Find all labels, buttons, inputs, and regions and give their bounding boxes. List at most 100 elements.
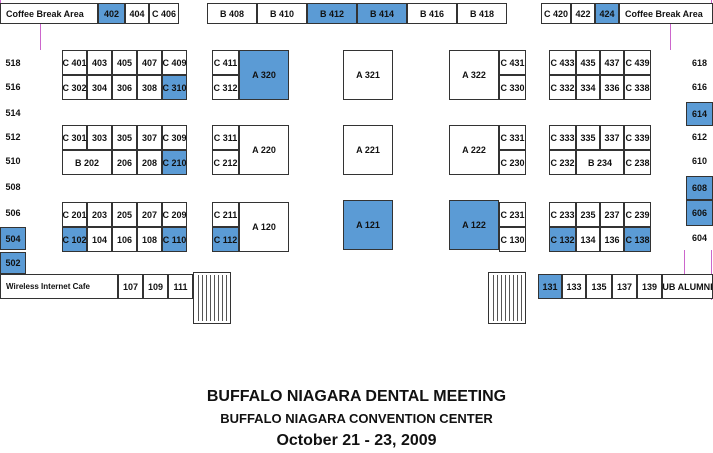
booth-234[interactable]: B 234 [576, 150, 624, 175]
booth-424[interactable]: 424 [595, 3, 619, 24]
booth-408[interactable]: B 408 [207, 3, 257, 24]
booth-211[interactable]: C 211 [212, 202, 239, 227]
booth-110[interactable]: C 110 [162, 227, 187, 252]
booth-a120[interactable]: A 120 [239, 202, 289, 252]
booth-420[interactable]: C 420 [541, 3, 571, 24]
booth-414[interactable]: B 414 [357, 3, 407, 24]
booth-614[interactable]: 614 [686, 102, 713, 126]
booth-338[interactable]: C 338 [624, 75, 651, 100]
booth-401[interactable]: C 401 [62, 50, 87, 75]
booth-306[interactable]: 306 [112, 75, 137, 100]
booth-130[interactable]: C 130 [499, 227, 526, 252]
booth-516[interactable]: 516 [0, 76, 26, 98]
booth-109[interactable]: 109 [143, 274, 168, 299]
booth-303[interactable]: 303 [87, 125, 112, 150]
booth-a122[interactable]: A 122 [449, 200, 499, 250]
booth-339[interactable]: C 339 [624, 125, 651, 150]
booth-402[interactable]: 402 [98, 3, 125, 24]
booth-309[interactable]: C 309 [162, 125, 187, 150]
booth-a322[interactable]: A 322 [449, 50, 499, 100]
booth-518[interactable]: 518 [0, 52, 26, 74]
booth-wireless-internet-cafe[interactable]: Wireless Internet Cafe [0, 274, 118, 299]
booth-411[interactable]: C 411 [212, 50, 239, 75]
booth-410[interactable]: B 410 [257, 3, 307, 24]
booth-102[interactable]: C 102 [62, 227, 87, 252]
booth-407[interactable]: 407 [137, 50, 162, 75]
booth-418[interactable]: B 418 [457, 3, 507, 24]
booth-133[interactable]: 133 [562, 274, 586, 299]
booth-330[interactable]: C 330 [499, 75, 526, 100]
booth-137[interactable]: 137 [612, 274, 637, 299]
booth-406[interactable]: C 406 [149, 3, 179, 24]
booth-108[interactable]: 108 [137, 227, 162, 252]
booth-416[interactable]: B 416 [407, 3, 457, 24]
booth-437[interactable]: 437 [600, 50, 624, 75]
booth-235[interactable]: 235 [576, 202, 600, 227]
booth-304[interactable]: 304 [87, 75, 112, 100]
booth-a220[interactable]: A 220 [239, 125, 289, 175]
booth-404[interactable]: 404 [125, 3, 149, 24]
booth-111[interactable]: 111 [168, 274, 193, 299]
booth-a222[interactable]: A 222 [449, 125, 499, 175]
booth-302[interactable]: C 302 [62, 75, 87, 100]
booth-310[interactable]: C 310 [162, 75, 187, 100]
booth-608[interactable]: 608 [686, 176, 713, 200]
booth-616[interactable]: 616 [686, 76, 713, 98]
booth-612[interactable]: 612 [686, 126, 713, 148]
booth-139[interactable]: 139 [637, 274, 662, 299]
booth-409[interactable]: C 409 [162, 50, 187, 75]
booth-514[interactable]: 514 [0, 102, 26, 124]
booth-203[interactable]: 203 [87, 202, 112, 227]
booth-212[interactable]: C 212 [212, 150, 239, 175]
booth-606[interactable]: 606 [686, 200, 713, 226]
booth-422[interactable]: 422 [571, 3, 595, 24]
booth-238[interactable]: C 238 [624, 150, 651, 175]
booth-610[interactable]: 610 [686, 150, 713, 172]
booth-201[interactable]: C 201 [62, 202, 87, 227]
booth-618[interactable]: 618 [686, 52, 713, 74]
booth-336[interactable]: 336 [600, 75, 624, 100]
booth-301[interactable]: C 301 [62, 125, 87, 150]
booth-435[interactable]: 435 [576, 50, 600, 75]
booth-coffee-break-right[interactable]: Coffee Break Area [619, 3, 713, 24]
booth-332[interactable]: C 332 [549, 75, 576, 100]
booth-232[interactable]: C 232 [549, 150, 576, 175]
booth-337[interactable]: 337 [600, 125, 624, 150]
booth-502[interactable]: 502 [0, 252, 26, 274]
booth-439[interactable]: C 439 [624, 50, 651, 75]
booth-333[interactable]: C 333 [549, 125, 576, 150]
booth-206[interactable]: 206 [112, 150, 137, 175]
booth-138[interactable]: C 138 [624, 227, 651, 252]
booth-135[interactable]: 135 [586, 274, 612, 299]
booth-205[interactable]: 205 [112, 202, 137, 227]
booth-106[interactable]: 106 [112, 227, 137, 252]
booth-312[interactable]: C 312 [212, 75, 239, 100]
booth-604[interactable]: 604 [686, 227, 713, 249]
booth-112[interactable]: C 112 [212, 227, 239, 252]
booth-307[interactable]: 307 [137, 125, 162, 150]
booth-334[interactable]: 334 [576, 75, 600, 100]
booth-208[interactable]: 208 [137, 150, 162, 175]
booth-431[interactable]: C 431 [499, 50, 526, 75]
booth-231[interactable]: C 231 [499, 202, 526, 227]
booth-136[interactable]: 136 [600, 227, 624, 252]
booth-a221[interactable]: A 221 [343, 125, 393, 175]
booth-202[interactable]: B 202 [62, 150, 112, 175]
booth-403[interactable]: 403 [87, 50, 112, 75]
booth-335[interactable]: 335 [576, 125, 600, 150]
booth-308[interactable]: 308 [137, 75, 162, 100]
booth-510[interactable]: 510 [0, 150, 26, 172]
booth-237[interactable]: 237 [600, 202, 624, 227]
booth-107[interactable]: 107 [118, 274, 143, 299]
booth-233[interactable]: C 233 [549, 202, 576, 227]
booth-230[interactable]: C 230 [499, 150, 526, 175]
booth-104[interactable]: 104 [87, 227, 112, 252]
booth-209[interactable]: C 209 [162, 202, 187, 227]
booth-331[interactable]: C 331 [499, 125, 526, 150]
booth-405[interactable]: 405 [112, 50, 137, 75]
booth-207[interactable]: 207 [137, 202, 162, 227]
booth-305[interactable]: 305 [112, 125, 137, 150]
booth-504[interactable]: 504 [0, 227, 26, 250]
booth-412[interactable]: B 412 [307, 3, 357, 24]
booth-134[interactable]: 134 [576, 227, 600, 252]
